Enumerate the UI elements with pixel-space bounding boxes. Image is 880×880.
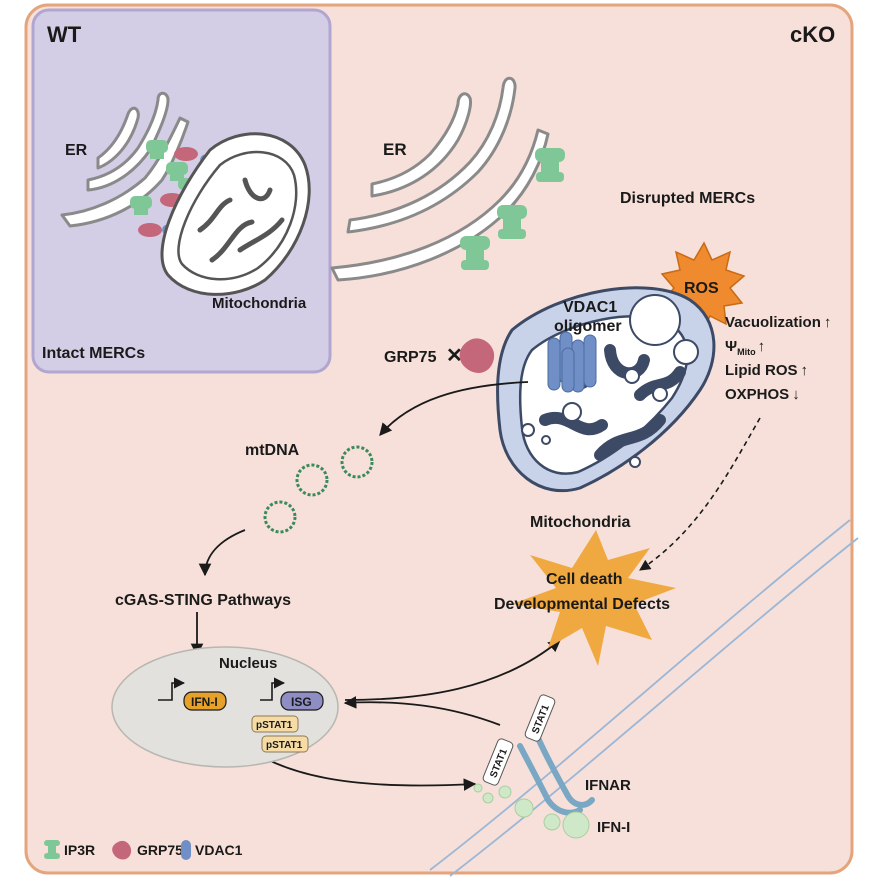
ifnar-label: IFNAR [585,777,631,794]
cko-ip3r-group [460,148,565,270]
pstat1-1-label: pSTAT1 [256,720,293,731]
death-line1: Cell death [546,571,622,588]
wt-mitochondrion [160,132,311,296]
legend-vdac1-icon [181,840,191,860]
death-burst [512,530,676,666]
arrow-effects-to-death [639,417,761,571]
stat1-2: STAT1 [482,738,514,786]
wt-status-label: Intact MERCs [42,345,145,362]
vdac1-oligomer [547,331,597,393]
arrow-stat-to-isg [343,696,501,726]
wt-title: WT [47,22,82,47]
vdac-label-2: oligomer [554,318,622,335]
cko-ip3r-3 [460,236,490,270]
arrow-isg-to-death [344,639,561,701]
vacuoles [521,294,699,468]
ifnar-receptor [517,735,595,816]
wt-ip3r-3 [130,196,152,215]
arrow-mito-to-mtdna [379,381,529,436]
legend-grp75-icon [112,840,132,860]
mtdna-label: mtDNA [245,442,300,459]
grp75-free [459,338,495,373]
wt-ip3r-2 [166,162,188,181]
mtdna-circles [263,445,374,534]
nucleus-label: Nucleus [219,655,277,672]
legend: IP3R GRP75 VDAC1 [44,840,243,860]
effects-list: Vacuolization↑ ΨMito↑ Lipid ROS↑ OXPHOS↓ [725,314,831,403]
ifn-gene-label: IFN-I [191,695,218,709]
cko-er-label: ER [383,140,407,159]
cko-ip3r-2 [497,205,527,239]
cko-title: cKO [790,22,835,47]
cko-ip3r-1 [535,148,565,182]
death-line2: Developmental Defects [494,596,670,613]
wt-ip3r-1 [146,140,168,159]
disrupted-label: Disrupted MERCs [620,190,755,207]
wt-grp75-3 [138,223,162,237]
ros-label: ROS [684,280,719,297]
cell-membrane [429,519,859,877]
vdac-label-1: VDAC1 [563,299,617,316]
ifn-ligands [473,783,590,839]
grp75-block-mark: ✕ [446,345,463,367]
effect-psi: ΨMito↑ [725,338,765,357]
isg-gene: ISG [260,677,324,711]
wt-grp75-1 [174,147,198,161]
ifn-gene: IFN-I [158,677,227,711]
grp75-label: GRP75 [384,349,437,366]
isg-gene-label: ISG [291,695,312,709]
cgas-label: cGAS-STING Pathways [115,592,291,609]
effect-vacuolization: Vacuolization↑ [725,314,831,331]
legend-grp75-label: GRP75 [137,842,183,858]
ifn-ext-label: IFN-I [597,819,630,836]
cko-mito-label: Mitochondria [530,514,631,531]
legend-vdac1-label: VDAC1 [195,842,243,858]
pstat1-1: pSTAT1 [251,715,299,733]
effect-oxphos: OXPHOS↓ [725,386,800,403]
wt-mito-label: Mitochondria [212,295,307,312]
arrow-mtdna-to-cgas [198,529,246,577]
pstat1-2-label: pSTAT1 [266,740,303,751]
legend-ip3r-label: IP3R [64,842,95,858]
pstat1-2: pSTAT1 [261,735,309,753]
legend-ip3r-icon [44,840,60,859]
wt-er-label: ER [65,142,88,159]
effect-lipid-ros: Lipid ROS↑ [725,362,808,379]
